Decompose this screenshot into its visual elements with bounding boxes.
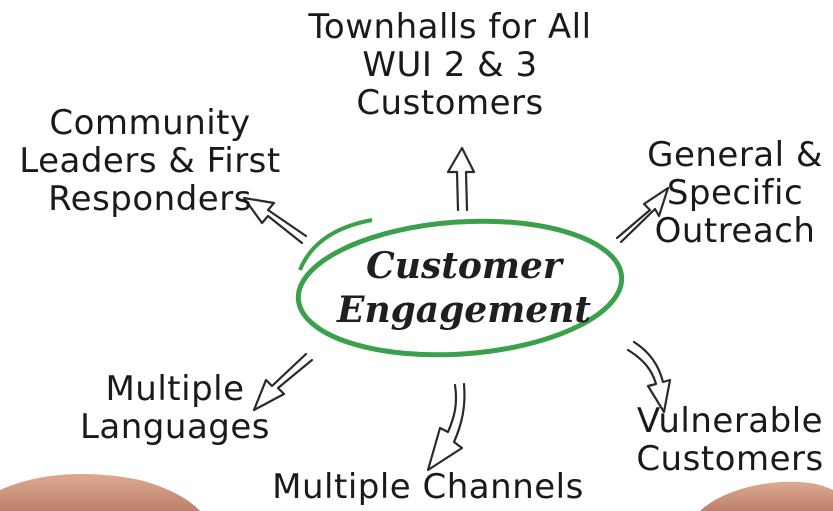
- node-vulnerable-line-1: Vulnerable: [636, 401, 824, 441]
- node-townhalls: Townhalls for All WUI 2 & 3 Customers: [300, 8, 600, 122]
- node-outreach-line-3: Outreach: [654, 211, 816, 251]
- node-townhalls-line-3: Customers: [356, 83, 544, 123]
- center-title-line-2: Engagement: [337, 289, 591, 331]
- arrow-top-right: [615, 186, 670, 244]
- arrow-bottom-left: [252, 352, 314, 412]
- node-vulnerable-line-2: Customers: [636, 439, 824, 479]
- node-languages-line-1: Multiple: [105, 369, 245, 409]
- arrow-top-left: [242, 196, 308, 245]
- node-vulnerable-customers: Vulnerable Customers: [630, 402, 830, 478]
- arrow-bottom: [426, 382, 466, 472]
- node-languages-line-2: Languages: [79, 407, 270, 447]
- node-outreach-line-1: General &: [647, 135, 823, 175]
- node-channels-line-1: Multiple Channels: [272, 467, 584, 507]
- center-title-line-1: Customer: [366, 245, 562, 287]
- node-multiple-channels: Multiple Channels: [268, 468, 588, 506]
- node-outreach-line-2: Specific: [666, 173, 804, 213]
- hand-left-image: [0, 474, 200, 511]
- node-townhalls-line-2: WUI 2 & 3: [362, 45, 538, 85]
- node-community-leaders-line-3: Responders: [48, 179, 252, 219]
- node-community-leaders: Community Leaders & First Responders: [10, 104, 290, 218]
- node-community-leaders-line-1: Community: [49, 103, 251, 143]
- node-general-specific-outreach: General & Specific Outreach: [640, 136, 830, 250]
- arrow-bottom-right: [626, 340, 672, 414]
- node-community-leaders-line-2: Leaders & First: [19, 141, 281, 181]
- node-townhalls-line-1: Townhalls for All: [308, 7, 592, 47]
- hand-right-image: [700, 481, 833, 511]
- center-title: Customer Engagement: [316, 244, 612, 332]
- arrow-top: [446, 146, 476, 212]
- node-multiple-languages: Multiple Languages: [70, 370, 280, 446]
- center-ellipse: [295, 218, 625, 358]
- center-ellipse-overlap: [298, 218, 373, 271]
